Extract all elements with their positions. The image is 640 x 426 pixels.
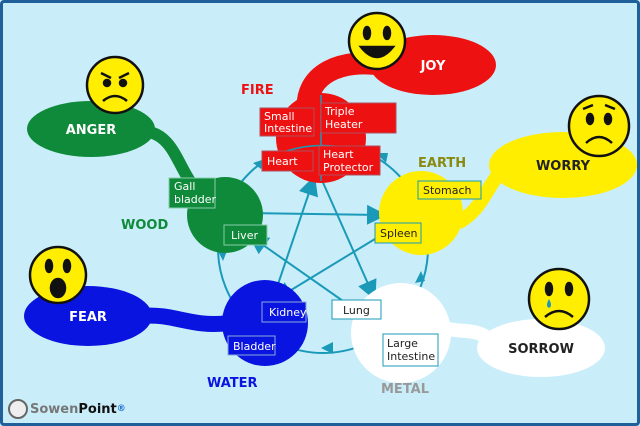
organ-liver: Liver [231,229,258,242]
emotion-joy-label: JOY [420,59,446,74]
joy-face-icon [347,11,407,71]
logo-text-sowen: Sowen [30,401,79,417]
metal-circle[interactable] [351,283,451,383]
anger-ellipse[interactable] [27,101,155,157]
organ-kidney: Kidney [269,306,307,319]
logo-text-point: Point [78,401,117,417]
element-water-label: WATER [207,376,258,391]
emotion-worry-label: WORRY [536,159,591,174]
element-fire-label: FIRE [241,83,274,98]
emotion-sorrow-label: SORROW [508,342,574,357]
anger-face-icon [85,55,145,115]
fear-face-icon [28,245,88,305]
emotion-fear-label: FEAR [69,310,107,325]
element-metal-label: METAL [381,382,429,397]
organ-lung: Lung [343,304,370,317]
organ-spleen: Spleen [380,227,418,240]
worry-face-icon [567,94,631,158]
organ-heart: Heart [267,155,298,168]
fear-connector [142,307,230,332]
sorrow-ellipse[interactable] [477,319,605,377]
logo-seal-icon [8,399,28,419]
element-earth-label: EARTH [418,156,466,171]
sorrow-face-icon [527,267,591,331]
logo-registered-mark: ® [116,404,126,414]
emotion-anger-label: ANGER [66,123,117,138]
organ-stomach: Stomach [423,184,472,197]
organ-bladder: Bladder [233,340,276,353]
controlling-star [242,175,394,309]
element-wood-label: WOOD [121,218,168,233]
